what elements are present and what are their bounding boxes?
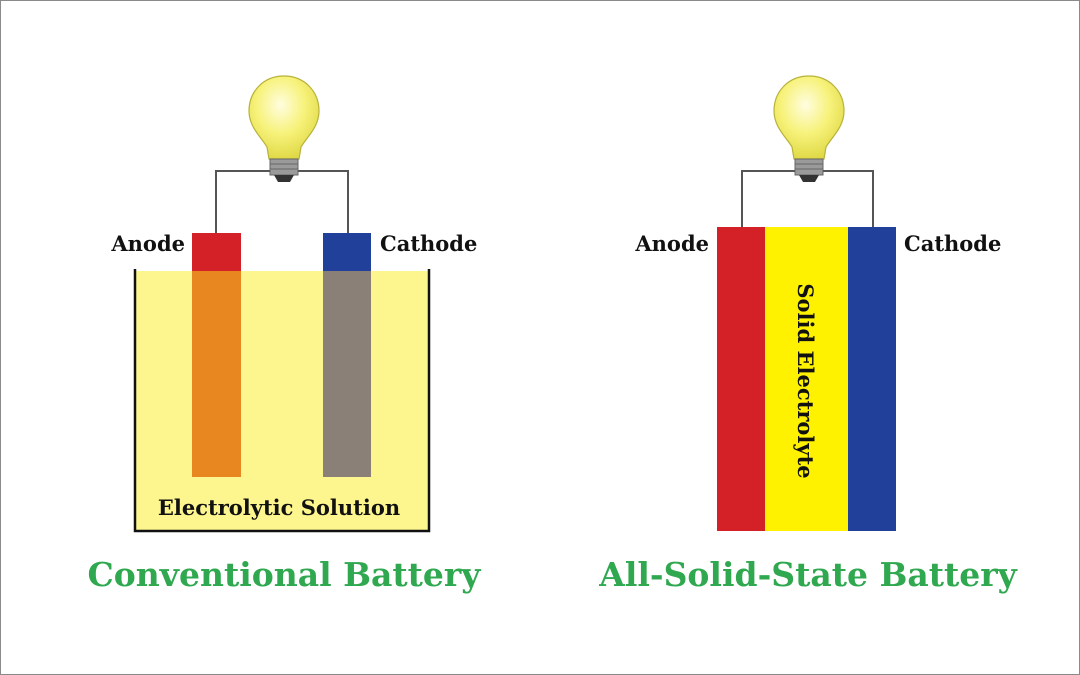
conventional-title: Conventional Battery [88,555,482,594]
wire [215,170,349,233]
cathode-terminal [323,233,371,271]
anode-label: Anode [634,231,709,256]
cathode-label: Cathode [904,231,1001,256]
cathode-electrode [323,271,371,477]
wire [741,170,874,227]
solid-state-title: All-Solid-State Battery [598,555,1017,594]
electrolyte-label: Electrolytic Solution [158,495,400,520]
conventional-battery: Anode Cathode Electrolytic Solution Conv… [88,75,482,594]
electrolyte-container [135,271,429,531]
solid-electrolyte-label: Solid Electrolyte [793,283,818,478]
cathode-label: Cathode [380,231,477,256]
lightbulb-icon [773,75,845,182]
anode-electrode [192,271,241,477]
solid-electrolyte-layer [765,227,848,531]
lightbulb-icon [248,75,320,182]
anode-layer [717,227,765,531]
anode-terminal [192,233,241,271]
solid-state-battery: Anode Cathode Solid Electrolyte All-Soli… [598,75,1018,594]
anode-label: Anode [110,231,185,256]
cathode-layer [848,227,896,531]
